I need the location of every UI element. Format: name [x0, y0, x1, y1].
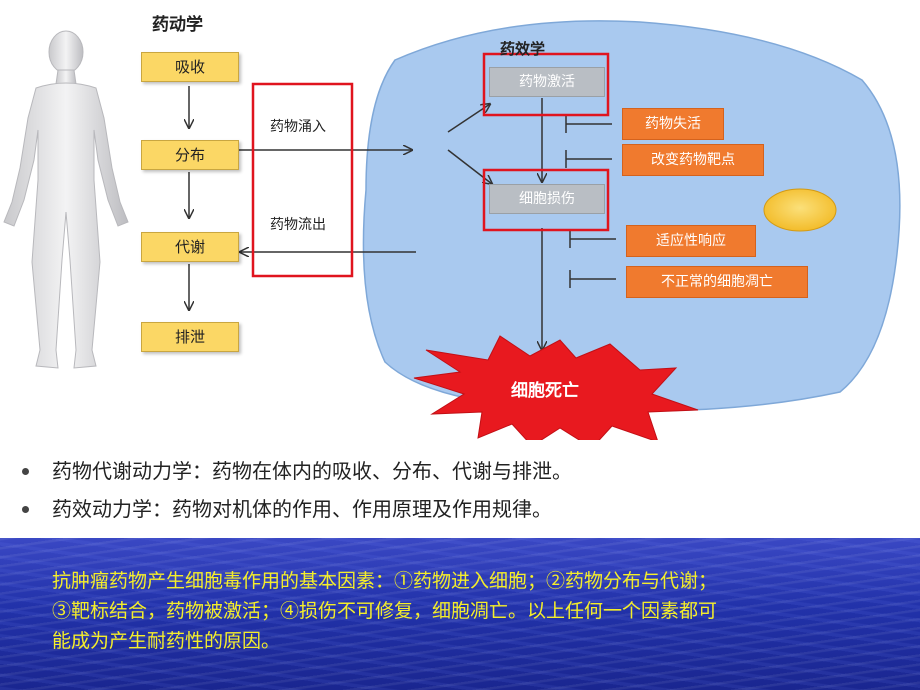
step-absorption: 吸收 — [141, 52, 239, 82]
cell-damage-box: 细胞损伤 — [489, 184, 605, 214]
organelle-shape — [763, 188, 837, 232]
highlight-damage — [482, 168, 610, 232]
human-body-icon — [3, 30, 129, 369]
cell-death-burst — [413, 335, 699, 440]
step-excretion: 排泄 — [141, 322, 239, 352]
list-item: 药效动力学：药物对机体的作用、作用原理及作用规律。 — [22, 490, 902, 528]
pharmacodynamics-title: 药效学 — [500, 40, 546, 58]
drug-inactivation-box: 药物失活 — [622, 108, 724, 140]
abnormal-apoptosis-box: 不正常的细胞凋亡 — [626, 266, 808, 298]
drug-activation-box: 药物激活 — [489, 67, 605, 97]
bullet-icon — [22, 468, 29, 475]
inhibition-lines — [565, 115, 616, 288]
drug-influx-label: 药物涌入 — [270, 119, 326, 135]
definition-list: 药物代谢动力学：药物在体内的吸收、分布、代谢与排泄。 药效动力学：药物对机体的作… — [22, 452, 902, 528]
step-metabolism: 代谢 — [141, 232, 239, 262]
bullet-text: 药效动力学：药物对机体的作用、作用原理及作用规律。 — [52, 497, 552, 521]
highlight-activation — [482, 52, 610, 117]
highlight-influx-efflux — [251, 82, 354, 278]
step-distribution: 分布 — [141, 140, 239, 170]
bullet-icon — [22, 506, 29, 513]
change-target-box: 改变药物靶点 — [622, 144, 764, 176]
diagram-canvas — [3, 20, 901, 440]
list-item: 药物代谢动力学：药物在体内的吸收、分布、代谢与排泄。 — [22, 452, 902, 490]
water-background — [0, 538, 920, 690]
cell-death-label: 细胞死亡 — [511, 381, 579, 401]
drug-efflux-label: 药物流出 — [270, 217, 326, 233]
pharmacokinetics-title: 药动学 — [152, 15, 203, 35]
cell-membrane — [362, 20, 901, 412]
summary-note: 抗肿瘤药物产生细胞毒作用的基本因素：①药物进入细胞；②药物分布与代谢；③靶标结合… — [52, 570, 718, 652]
bullet-text: 药物代谢动力学：药物在体内的吸收、分布、代谢与排泄。 — [52, 459, 572, 483]
adaptive-response-box: 适应性响应 — [626, 225, 756, 257]
